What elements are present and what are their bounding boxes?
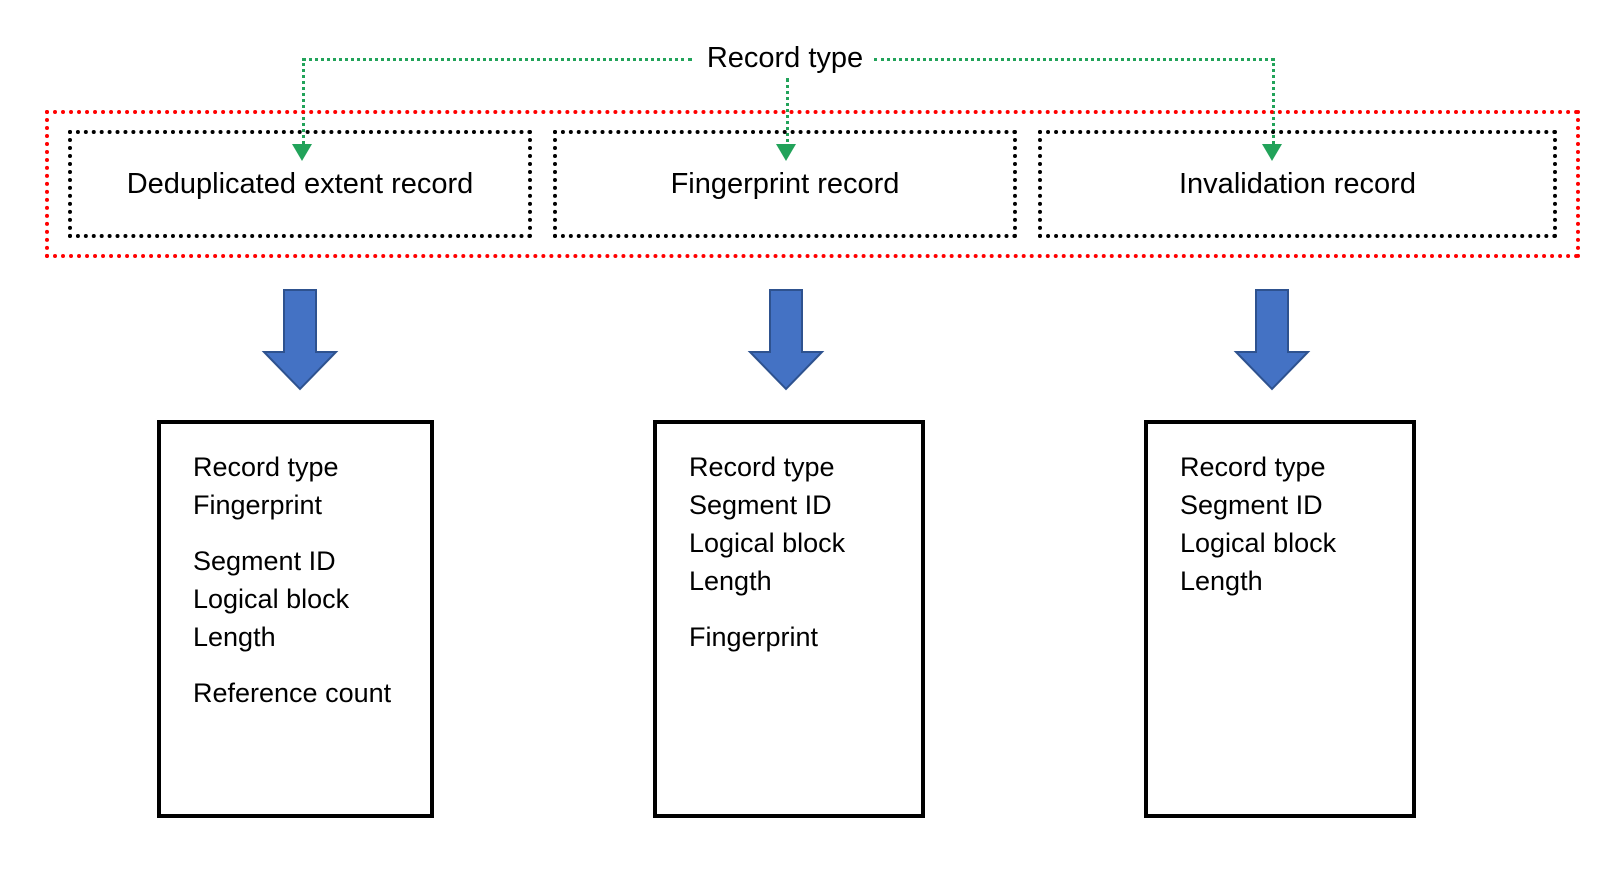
down-arrow-icon-2 bbox=[747, 289, 825, 391]
connector-horizontal-right bbox=[874, 58, 1274, 61]
field-list: Record type Segment ID Logical block Len… bbox=[1180, 448, 1402, 600]
field-line: Record type bbox=[193, 452, 339, 482]
record-type-label: Record type bbox=[706, 42, 864, 74]
field-line: Logical block bbox=[193, 584, 350, 614]
record-layout-box-fingerprint[interactable]: Record type Segment ID Logical block Len… bbox=[653, 420, 925, 818]
record-type-box-deduplicated-extent[interactable]: Deduplicated extent record bbox=[68, 130, 532, 238]
field-line: Logical block bbox=[689, 528, 846, 558]
field-spacer bbox=[689, 600, 911, 618]
connector-vertical-3 bbox=[1272, 58, 1275, 150]
record-type-box-invalidation[interactable]: Invalidation record bbox=[1038, 130, 1557, 238]
field-list: Record type Fingerprint Segment ID Logic… bbox=[193, 448, 420, 712]
field-line: Segment ID bbox=[1180, 490, 1323, 520]
record-type-group-outline bbox=[45, 110, 1580, 258]
field-line: Length bbox=[689, 566, 772, 596]
record-type-box-label: Deduplicated extent record bbox=[126, 168, 474, 200]
field-line: Length bbox=[193, 622, 276, 652]
record-type-box-fingerprint[interactable]: Fingerprint record bbox=[553, 130, 1017, 238]
field-line: Fingerprint bbox=[689, 622, 819, 652]
field-line: Length bbox=[1180, 566, 1263, 596]
field-line: Reference count bbox=[193, 678, 392, 708]
record-layout-box-invalidation[interactable]: Record type Segment ID Logical block Len… bbox=[1144, 420, 1416, 818]
record-layout-box-deduplicated-extent[interactable]: Record type Fingerprint Segment ID Logic… bbox=[157, 420, 434, 818]
field-line: Segment ID bbox=[193, 546, 336, 576]
field-line: Record type bbox=[689, 452, 835, 482]
connector-arrowhead-1 bbox=[292, 144, 312, 161]
connector-vertical-2 bbox=[786, 78, 789, 150]
down-arrow-icon-3 bbox=[1233, 289, 1311, 391]
connector-horizontal-left bbox=[302, 58, 692, 61]
field-line: Fingerprint bbox=[193, 490, 323, 520]
connector-vertical-1 bbox=[302, 58, 305, 150]
field-list: Record type Segment ID Logical block Len… bbox=[689, 448, 911, 656]
field-line: Logical block bbox=[1180, 528, 1337, 558]
connector-arrowhead-2 bbox=[776, 144, 796, 161]
down-arrow-icon-1 bbox=[261, 289, 339, 391]
field-line: Segment ID bbox=[689, 490, 832, 520]
field-line: Record type bbox=[1180, 452, 1326, 482]
field-spacer bbox=[193, 656, 420, 674]
record-type-box-label: Fingerprint record bbox=[670, 168, 900, 200]
record-type-box-label: Invalidation record bbox=[1179, 168, 1416, 200]
connector-arrowhead-3 bbox=[1262, 144, 1282, 161]
field-spacer bbox=[193, 524, 420, 542]
